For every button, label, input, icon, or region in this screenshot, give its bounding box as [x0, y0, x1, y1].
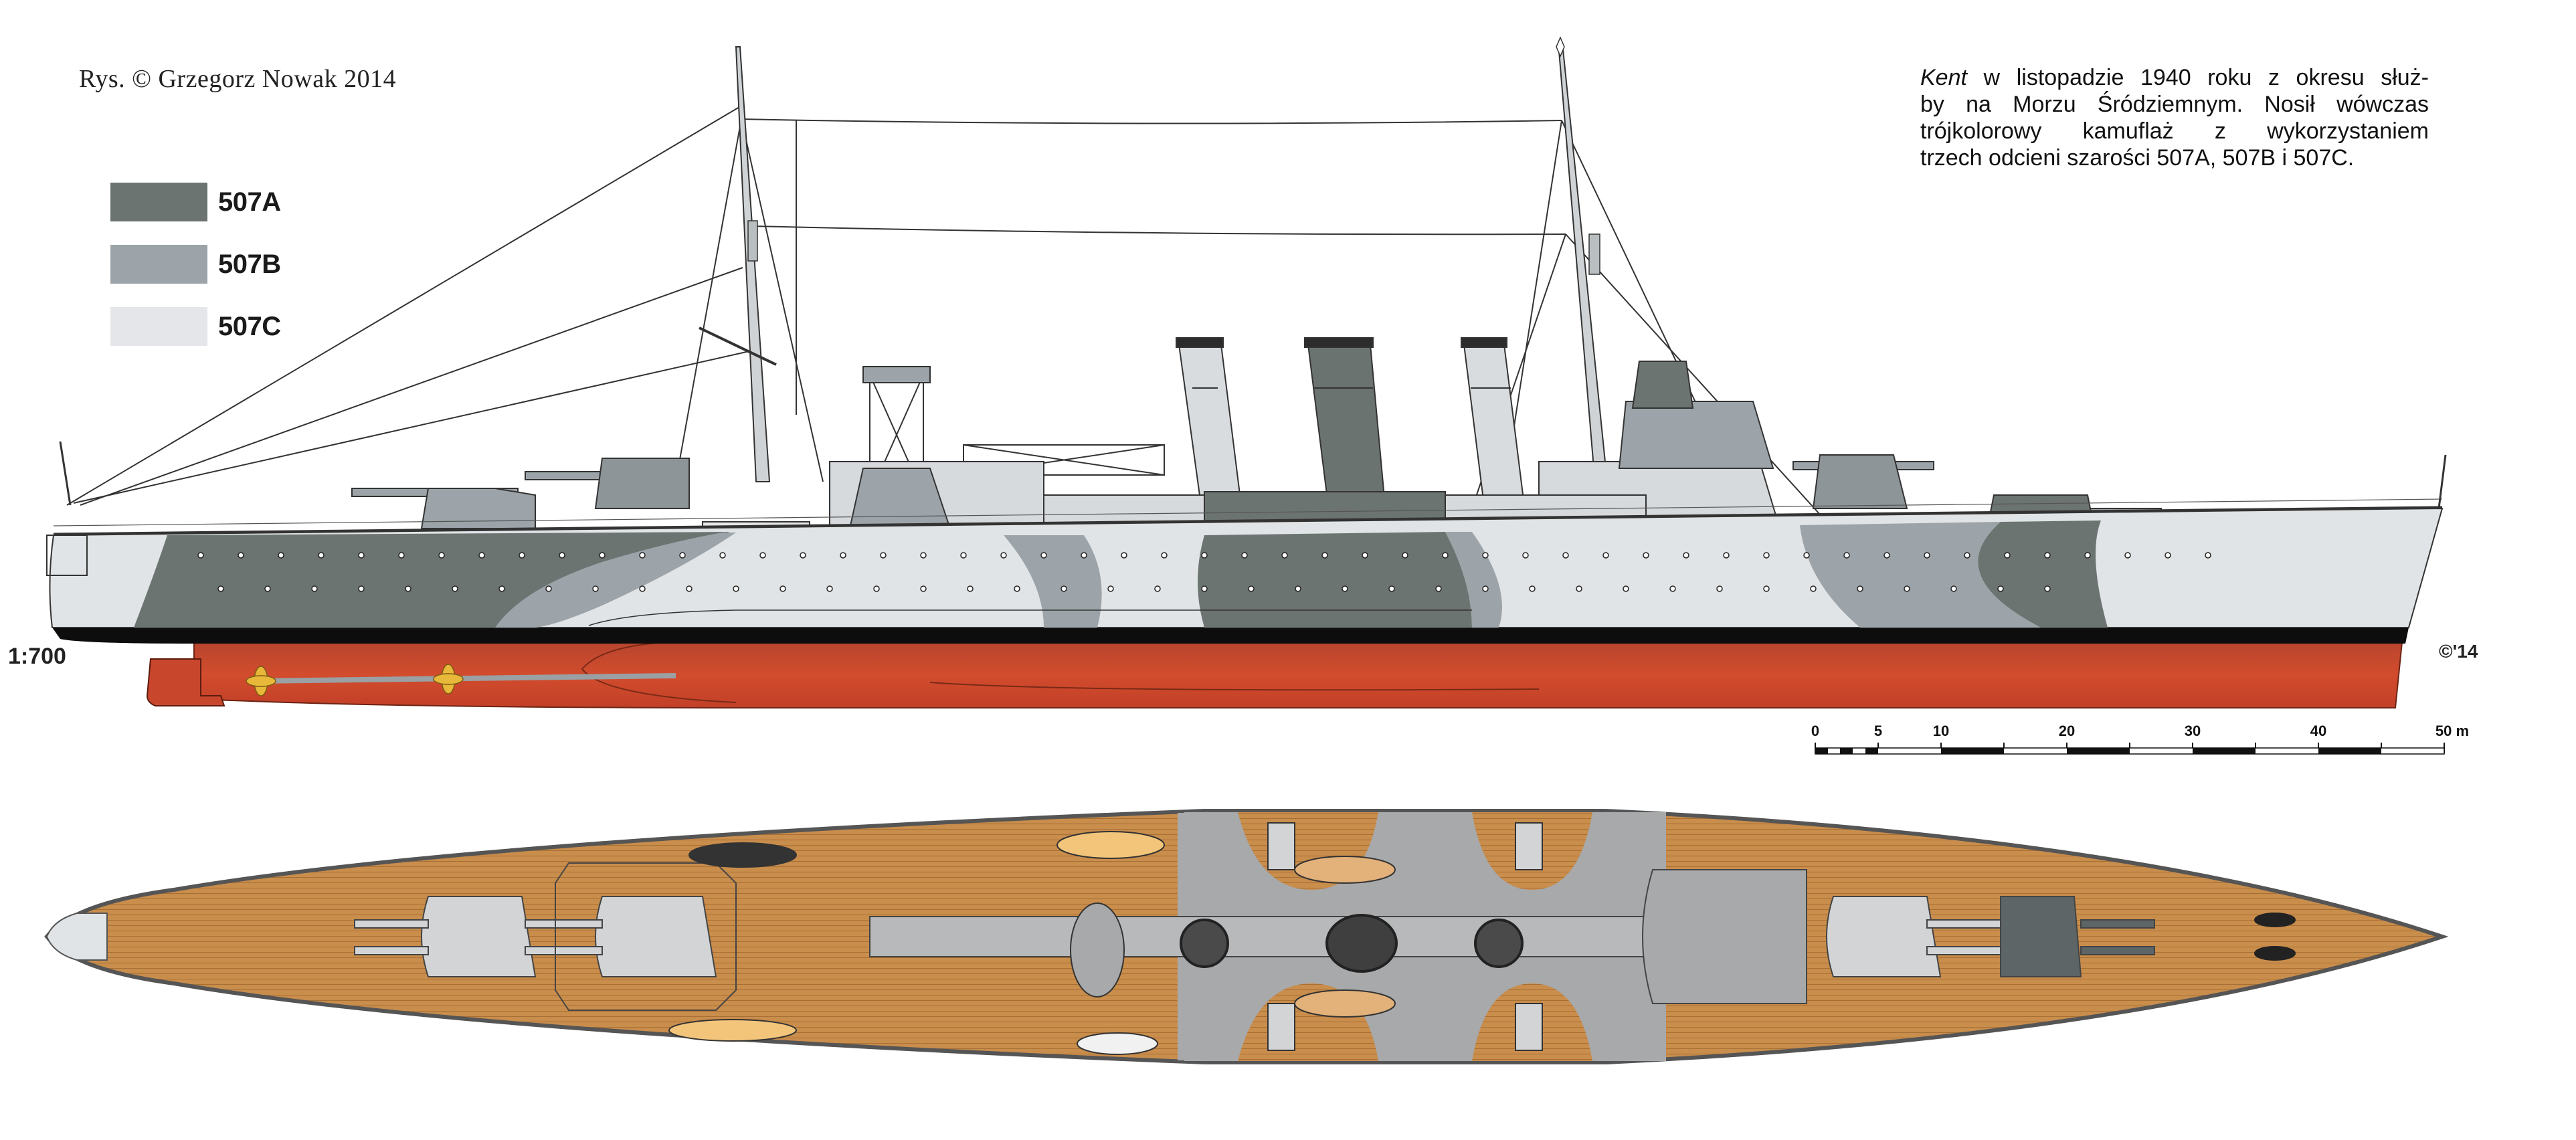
legend-label: 507A: [218, 187, 281, 217]
hull: [46, 454, 2447, 708]
tick-label: 5: [1873, 723, 1883, 739]
color-legend: 507A 507B 507C: [110, 182, 281, 369]
artist-signature: ©'14: [2439, 641, 2478, 662]
legend-item-507c: 507C: [110, 306, 281, 347]
legend-item-507a: 507A: [110, 182, 281, 222]
portholes: [197, 552, 2211, 592]
caption-line-3: trójkolorowy kamuflaż z wykorzystaniem: [1920, 118, 2429, 144]
funnels-top: [1180, 914, 1524, 973]
scale-bar: 0 5 10 20 30 40 50 m: [1807, 723, 2543, 763]
propeller-icon: [246, 664, 464, 696]
ship-name: Kent: [1920, 65, 1967, 90]
description-caption: Kent w listopadzie 1940 roku z okresu sł…: [1920, 64, 2429, 171]
caption-line-2: by na Morzu Śródziemnym. Nosił wówczas: [1920, 92, 2429, 117]
superstructure: [702, 361, 1781, 539]
caption-text: w listopadzie 1940 roku z okresu służ-: [1966, 65, 2429, 90]
scale-ratio: 1:700: [8, 644, 66, 669]
tick-label: 20: [2058, 723, 2076, 739]
author-credit: Rys. © Grzegorz Nowak 2014: [79, 65, 397, 93]
caption-line-1: Kent w listopadzie 1940 roku z okresu sł…: [1920, 64, 2429, 91]
top-plan: [44, 809, 2449, 1064]
anchor-hawse: [2254, 913, 2296, 961]
mainmast: [1556, 36, 1607, 469]
legend-label: 507C: [218, 311, 281, 341]
caption-line-4: trzech odcieni szarości 507A, 507B i 507…: [1920, 145, 2355, 171]
scale-bar-graphic: [1815, 743, 2445, 755]
foremast: [699, 46, 777, 482]
aa-mounts: [1267, 822, 1543, 1051]
swatch-507c: [110, 307, 207, 346]
boats-top: [668, 831, 1396, 1055]
legend-item-507b: 507B: [110, 244, 281, 284]
swatch-507b: [110, 245, 207, 284]
funnels: [1176, 337, 1526, 506]
side-profile: [46, 36, 2447, 708]
legend-label: 507B: [218, 249, 281, 279]
tick-label: 10: [1932, 723, 1950, 739]
turrets-top: [354, 862, 2155, 1011]
tick-label: 30: [2184, 723, 2201, 739]
tick-label: 0: [1811, 723, 1820, 739]
tick-label: 40: [2310, 723, 2327, 739]
rigging: [59, 106, 1827, 522]
swatch-507a: [110, 183, 207, 221]
tick-label: 50 m: [2435, 723, 2470, 739]
